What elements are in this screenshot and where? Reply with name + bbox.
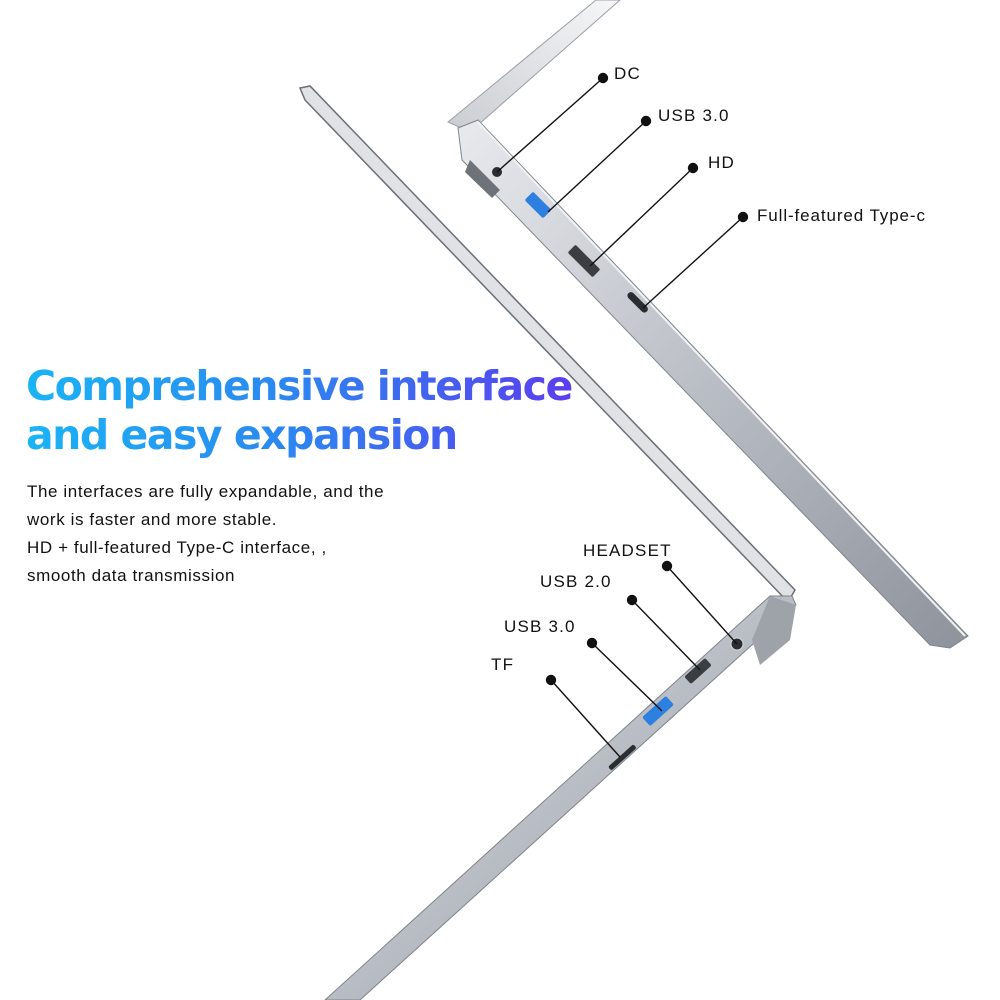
label-dc: DC: [614, 64, 641, 83]
laptop-left-side: [298, 85, 797, 1000]
usb2-port: [685, 658, 711, 684]
label-usb2: USB 2.0: [540, 572, 612, 591]
laptop-right-side: [447, 0, 969, 649]
description-line: work is faster and more stable.: [27, 510, 278, 529]
description: The interfaces are fully expandable, and…: [27, 478, 384, 590]
label-hd: HD: [708, 153, 735, 172]
usb3-port-right: [525, 192, 551, 218]
description-line: smooth data transmission: [27, 566, 236, 585]
label-usb3-left: USB 3.0: [504, 617, 576, 636]
headline-line-2: and easy expansion: [26, 411, 457, 459]
description-line: The interfaces are fully expandable, and…: [27, 482, 385, 501]
headline-line-1: Comprehensive interface: [26, 362, 572, 410]
headline: Comprehensive interface and easy expansi…: [26, 362, 572, 460]
label-usb3-right: USB 3.0: [658, 106, 730, 125]
description-line: HD + full-featured Type-C interface, ,: [27, 538, 327, 557]
callout-lines: [496, 72, 749, 758]
label-tf: TF: [491, 655, 515, 674]
label-headset: HEADSET: [583, 541, 672, 560]
label-type-c: Full-featured Type-c: [757, 206, 926, 225]
hd-port: [567, 244, 601, 278]
usb3-port-left: [642, 696, 674, 726]
tf-slot: [608, 744, 636, 770]
